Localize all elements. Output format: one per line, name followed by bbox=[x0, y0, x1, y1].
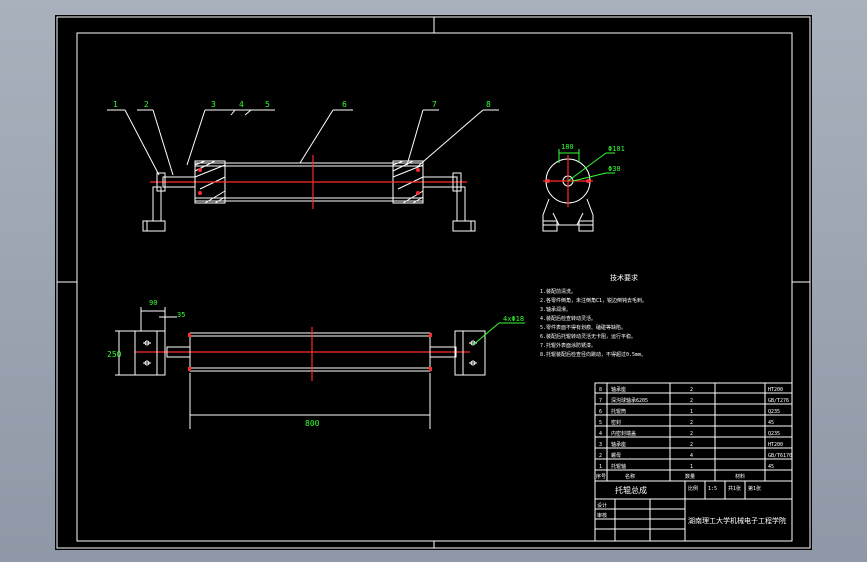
left-support bbox=[142, 172, 166, 232]
row-2-qty: 2 bbox=[690, 398, 693, 404]
tech-line-7: 7.托辊外表面涂防锈漆。 bbox=[540, 342, 596, 349]
balloon-5: 5 bbox=[265, 100, 270, 109]
drawing-sheet: 1 2 3 4 5 6 7 8 180 Φ101 Φ38 bbox=[56, 16, 811, 549]
row-6-no: 3 bbox=[599, 442, 602, 448]
tech-line-1: 1.装配前清洗。 bbox=[540, 288, 576, 295]
tech-line-8: 8.托辊装配后检查径向跳动，不得超过0.5mm。 bbox=[540, 351, 646, 358]
row-7-qty: 4 bbox=[690, 453, 693, 459]
tech-title: 技术要求 bbox=[610, 273, 638, 282]
row-3-name: 托辊筒 bbox=[611, 408, 626, 415]
front-view: 1 2 3 4 5 6 7 8 bbox=[107, 100, 499, 232]
center-marks bbox=[57, 17, 810, 548]
plan-view: 800 250 90 35 4xΦ18 bbox=[107, 299, 525, 429]
row-5-no: 4 bbox=[599, 431, 602, 437]
balloon-3: 3 bbox=[211, 100, 216, 109]
designer-label: 设计 bbox=[597, 502, 607, 509]
row-4-qty: 2 bbox=[690, 420, 693, 426]
row-2-mat: GB/T276 bbox=[768, 398, 789, 404]
school-name: 湖南理工大学机械电子工程学院 bbox=[688, 516, 786, 525]
hdr-no: 序号 bbox=[596, 473, 606, 480]
row-5-name: 内密封端盖 bbox=[611, 430, 636, 437]
row-1-name: 轴承座 bbox=[611, 386, 626, 393]
dim-holes: 4xΦ18 bbox=[503, 315, 524, 323]
checker-label: 审核 bbox=[597, 512, 607, 519]
dim-top1: 90 bbox=[149, 299, 157, 307]
row-6-mat: HT200 bbox=[768, 442, 783, 448]
row-8-qty: 1 bbox=[690, 464, 693, 470]
hdr-qty: 数量 bbox=[685, 473, 695, 480]
row-7-mat: GB/T6170 bbox=[768, 453, 792, 459]
dim-height: 250 bbox=[107, 350, 122, 359]
tech-requirements: 技术要求 1.装配前清洗。 2.各零件倒角，未注倒角C1，锐边倒钝去毛刺。 3.… bbox=[540, 273, 647, 358]
balloon-1: 1 bbox=[113, 100, 118, 109]
row-2-no: 7 bbox=[599, 398, 602, 404]
balloon-7: 7 bbox=[432, 100, 437, 109]
row-3-qty: 1 bbox=[690, 409, 693, 415]
balloon-6: 6 bbox=[342, 100, 347, 109]
info-scale: 1:5 bbox=[708, 486, 717, 492]
balloon-2: 2 bbox=[144, 100, 149, 109]
parts-table: 8 轴承座 2 HT200 7 深沟球轴承6205 2 GB/T276 6 托辊… bbox=[594, 382, 793, 542]
right-support bbox=[452, 172, 476, 232]
row-7-name: 螺母 bbox=[611, 452, 621, 459]
row-5-qty: 2 bbox=[690, 431, 693, 437]
balloon-8: 8 bbox=[486, 100, 491, 109]
dim-top2: 35 bbox=[177, 311, 185, 319]
tech-line-3: 3.轴承润滑。 bbox=[540, 306, 571, 313]
row-4-mat: 45 bbox=[768, 420, 774, 426]
dim-length: 800 bbox=[305, 419, 320, 428]
tech-line-5: 5.零件表面不得有划痕、磕碰等缺陷。 bbox=[540, 324, 626, 331]
row-6-qty: 2 bbox=[690, 442, 693, 448]
dim-side-dia1: Φ101 bbox=[608, 145, 625, 153]
row-4-no: 5 bbox=[599, 420, 602, 426]
balloon-4: 4 bbox=[239, 100, 244, 109]
dim-side-width: 180 bbox=[561, 143, 574, 151]
plan-right-block bbox=[454, 330, 486, 376]
outer-border bbox=[56, 16, 811, 549]
row-8-mat: 45 bbox=[768, 464, 774, 470]
dim-side-dia2: Φ38 bbox=[608, 165, 621, 173]
info-scale-label: 比例 bbox=[688, 485, 698, 492]
row-3-no: 6 bbox=[599, 409, 602, 415]
side-view: 180 Φ101 Φ38 bbox=[542, 143, 625, 232]
row-8-no: 1 bbox=[599, 464, 602, 470]
row-1-no: 8 bbox=[599, 387, 602, 393]
row-3-mat: Q235 bbox=[768, 409, 780, 415]
row-1-mat: HT200 bbox=[768, 387, 783, 393]
hdr-mat: 材料 bbox=[735, 473, 745, 480]
row-8-name: 托辊轴 bbox=[611, 463, 626, 470]
inner-border bbox=[76, 32, 793, 542]
row-1-qty: 2 bbox=[690, 387, 693, 393]
tech-line-2: 2.各零件倒角，未注倒角C1，锐边倒钝去毛刺。 bbox=[540, 297, 647, 304]
hdr-name: 名称 bbox=[625, 473, 635, 480]
row-4-name: 密封 bbox=[611, 419, 621, 426]
row-2-name: 深沟球轴承6205 bbox=[611, 397, 648, 404]
drawing-canvas[interactable]: 1 2 3 4 5 6 7 8 180 Φ101 Φ38 bbox=[55, 15, 812, 550]
project-label: 托辊总成 bbox=[615, 485, 647, 495]
info-sheet: 第1张 bbox=[748, 485, 761, 492]
info-sheets: 共1张 bbox=[728, 485, 741, 492]
row-5-mat: Q235 bbox=[768, 431, 780, 437]
tech-line-4: 4.装配后检查转动灵活。 bbox=[540, 315, 596, 322]
tech-line-6: 6.装配后托辊转动灵活无卡阻，运行平稳。 bbox=[540, 333, 636, 340]
left-housing bbox=[194, 160, 226, 204]
plan-left-block bbox=[134, 330, 166, 376]
leaders bbox=[107, 109, 499, 176]
row-6-name: 轴承座 bbox=[611, 441, 626, 448]
row-7-no: 2 bbox=[599, 453, 602, 459]
